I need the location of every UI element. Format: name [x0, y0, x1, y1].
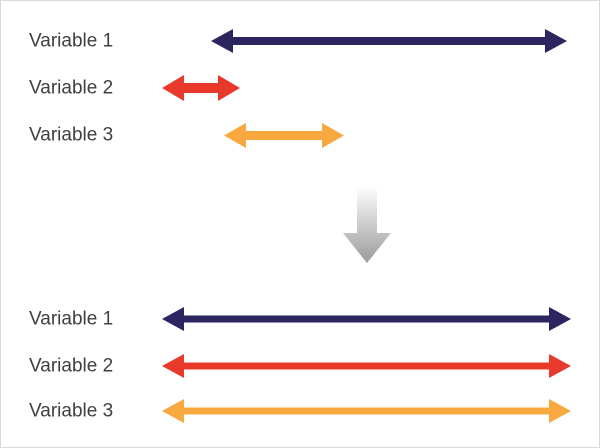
row-label-top-3: Variable 3 — [29, 124, 114, 146]
down-arrow-icon — [343, 186, 391, 263]
row-label-bottom-1: Variable 1 — [29, 308, 114, 330]
double-arrow-bottom-2 — [162, 354, 571, 378]
row-label-bottom-3: Variable 3 — [29, 400, 114, 422]
double-arrow-bottom-3 — [162, 399, 571, 423]
double-arrow-top-3 — [224, 122, 344, 148]
double-arrow-top-2 — [162, 75, 240, 101]
row-label-top-2: Variable 2 — [29, 77, 114, 99]
row-label-bottom-2: Variable 2 — [29, 355, 114, 377]
double-arrow-bottom-1 — [162, 307, 571, 331]
row-label-top-1: Variable 1 — [29, 30, 114, 52]
double-arrow-top-1 — [211, 29, 567, 53]
